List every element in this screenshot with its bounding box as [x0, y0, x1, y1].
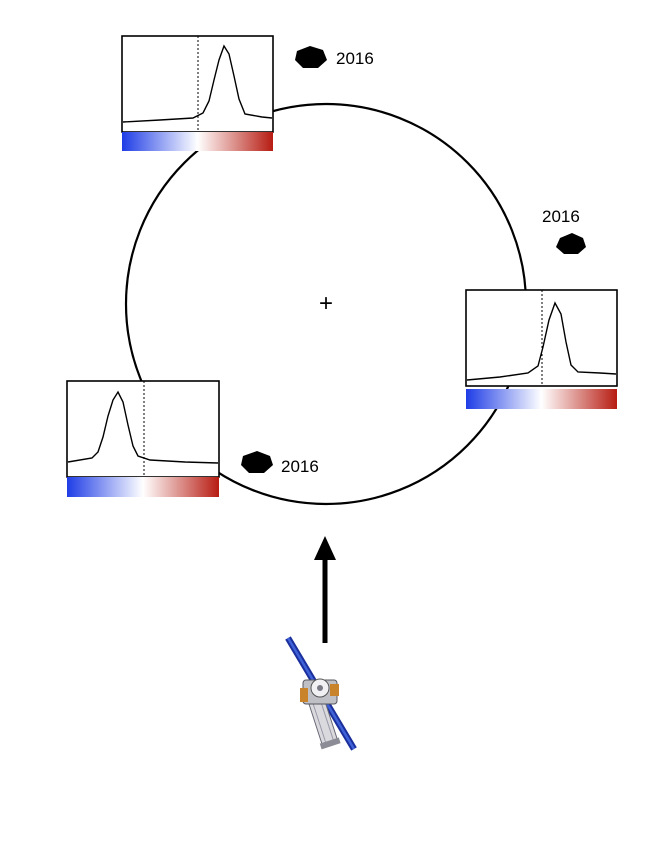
orbit-center-marker: +	[319, 290, 333, 317]
velocity-colorbar	[122, 132, 273, 151]
satellite-icon	[285, 636, 357, 751]
asteroid-icon	[295, 46, 327, 68]
spectrum-panel-right	[465, 289, 618, 409]
year-label-left: 2016	[281, 457, 319, 476]
asteroid-icon	[556, 233, 586, 254]
spectrum-panel-left	[66, 380, 220, 497]
arrow-up-icon	[314, 536, 336, 643]
spectrum-panel-top	[121, 35, 274, 151]
velocity-colorbar	[67, 477, 219, 497]
spectral-line-profile	[122, 44, 273, 123]
asteroid-icon	[241, 451, 273, 473]
spectral-line-profile	[67, 390, 219, 464]
velocity-colorbar	[466, 389, 617, 409]
year-label-right: 2016	[542, 207, 580, 226]
year-label-top: 2016	[336, 49, 374, 68]
spectral-line-profile	[466, 301, 617, 381]
